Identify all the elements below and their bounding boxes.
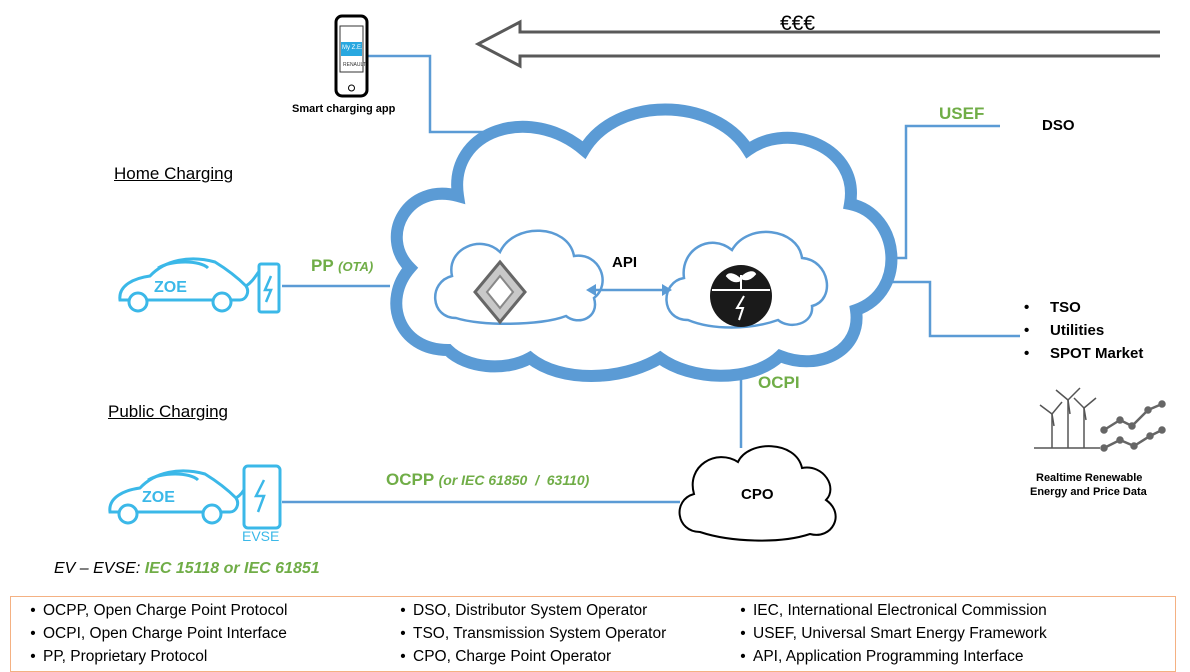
phone-screen-text: My Z.E.: [342, 45, 363, 51]
evse-label: EVSE: [242, 528, 280, 544]
usef-label: USEF: [939, 104, 985, 123]
app-connector-line: [367, 54, 492, 134]
market-list: TSO Utilities SPOT Market: [1024, 296, 1143, 365]
home-car-icon: [118, 257, 269, 313]
smartphone-icon: [334, 14, 369, 98]
legend-item: TSO, Transmission System Operator: [393, 622, 666, 645]
market-item-utilities: Utilities: [1024, 319, 1143, 342]
main-cloud: [390, 103, 898, 382]
renewable-caption-line2: Energy and Price Data: [1030, 486, 1147, 498]
api-double-arrow: [586, 284, 672, 296]
renault-logo-icon: [473, 259, 527, 325]
public-charger-icon: [242, 464, 282, 530]
ocpp-label-main: OCPP: [386, 470, 434, 489]
home-car-label: ZOE: [154, 279, 187, 296]
ocpp-label-alt: (or IEC 61850 / 63110): [438, 472, 590, 488]
abbreviation-legend: OCPP, Open Charge Point Protocol OCPI, O…: [10, 596, 1176, 672]
legend-item: USEF, Universal Smart Energy Framework: [733, 622, 1047, 645]
windmill-icon: [1034, 387, 1100, 449]
legend-item: PP, Proprietary Protocol: [23, 645, 287, 668]
home-charger-icon: [257, 262, 281, 314]
ev-evse-standard-value: IEC 15118 or IEC 61851: [144, 560, 320, 577]
legend-item: OCPP, Open Charge Point Protocol: [23, 599, 287, 622]
market-item-spot: SPOT Market: [1024, 342, 1143, 365]
legend-column-1: OCPP, Open Charge Point Protocol OCPI, O…: [23, 599, 287, 668]
aggregator-logo-icon: [710, 265, 772, 327]
legend-item: DSO, Distributor System Operator: [393, 599, 666, 622]
cpo-label: CPO: [741, 486, 774, 503]
phone-sub-text: RENAULT: [343, 62, 366, 68]
price-chart-icon: [1100, 400, 1166, 452]
legend-column-3: IEC, International Electronical Commissi…: [733, 599, 1047, 668]
money-flow-arrow: [474, 19, 1160, 69]
public-car-label: ZOE: [142, 489, 175, 506]
pp-label-main: PP: [311, 256, 334, 275]
legend-item: API, Application Programming Interface: [733, 645, 1047, 668]
ocpp-label: OCPP (or IEC 61850 / 63110): [386, 470, 589, 490]
pp-label-ota: (OTA): [338, 259, 374, 274]
legend-item: CPO, Charge Point Operator: [393, 645, 666, 668]
legend-item: OCPI, Open Charge Point Interface: [23, 622, 287, 645]
renault-cloud: [434, 229, 604, 326]
ocpi-label: OCPI: [758, 373, 800, 392]
public-charging-heading: Public Charging: [108, 402, 229, 421]
money-flow-label: €€€: [780, 12, 816, 35]
smart-charging-app-label: Smart charging app: [292, 103, 396, 115]
dso-label: DSO: [1042, 117, 1075, 134]
public-car-icon: [108, 469, 250, 525]
home-charging-heading: Home Charging: [114, 164, 234, 183]
ev-evse-standard: EV – EVSE: IEC 15118 or IEC 61851: [54, 560, 320, 578]
api-label: API: [612, 254, 638, 271]
legend-column-2: DSO, Distributor System Operator TSO, Tr…: [393, 599, 666, 668]
renewable-caption-line1: Realtime Renewable: [1036, 472, 1143, 484]
pp-label: PP (OTA): [311, 256, 373, 276]
legend-item: IEC, International Electronical Commissi…: [733, 599, 1047, 622]
ev-evse-prefix: EV – EVSE:: [54, 560, 141, 577]
cpo-cloud: [678, 445, 837, 542]
market-item-tso: TSO: [1024, 296, 1143, 319]
